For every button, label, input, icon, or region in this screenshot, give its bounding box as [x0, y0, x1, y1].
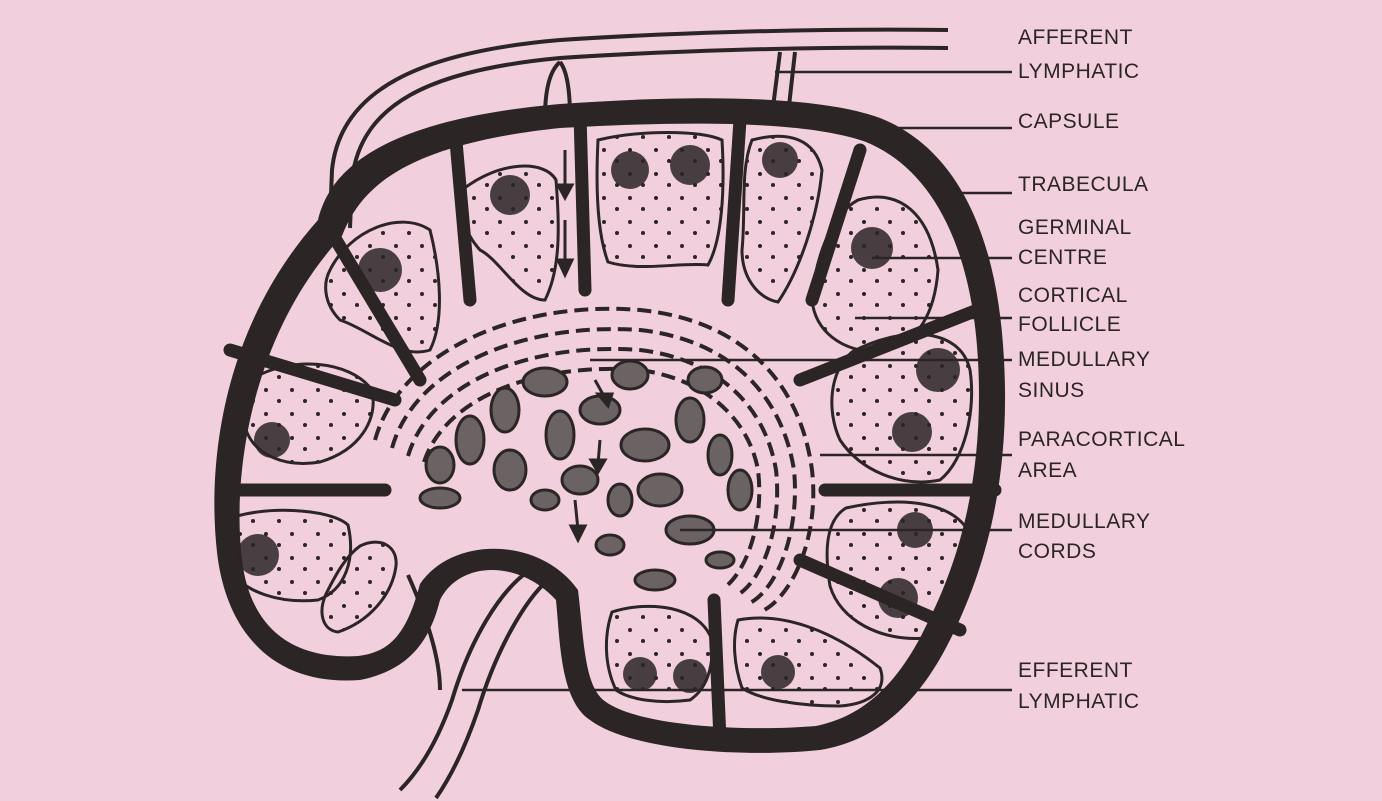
- label-efferent-lymphatic-1: EFFERENT: [1018, 659, 1133, 682]
- label-medullary-cords-2: CORDS: [1018, 540, 1096, 563]
- label-capsule: CAPSULE: [1018, 110, 1120, 133]
- label-afferent-lymphatic-1: AFFERENT: [1018, 26, 1133, 49]
- label-efferent-lymphatic-2: LYMPHATIC: [1018, 690, 1140, 713]
- label-paracortical-area-2: AREA: [1018, 459, 1077, 482]
- label-medullary-sinus-1: MEDULLARY: [1018, 348, 1151, 371]
- label-paracortical-area-1: PARACORTICAL: [1018, 428, 1185, 451]
- label-germinal-centre-1: GERMINAL: [1018, 216, 1132, 239]
- label-afferent-lymphatic-2: LYMPHATIC: [1018, 60, 1140, 83]
- label-medullary-sinus-2: SINUS: [1018, 379, 1085, 402]
- label-medullary-cords-1: MEDULLARY: [1018, 510, 1151, 533]
- label-cortical-follicle-1: CORTICAL: [1018, 284, 1128, 307]
- label-germinal-centre-2: CENTRE: [1018, 246, 1107, 269]
- label-cortical-follicle-2: FOLLICLE: [1018, 313, 1121, 336]
- label-trabecula: TRABECULA: [1018, 173, 1149, 196]
